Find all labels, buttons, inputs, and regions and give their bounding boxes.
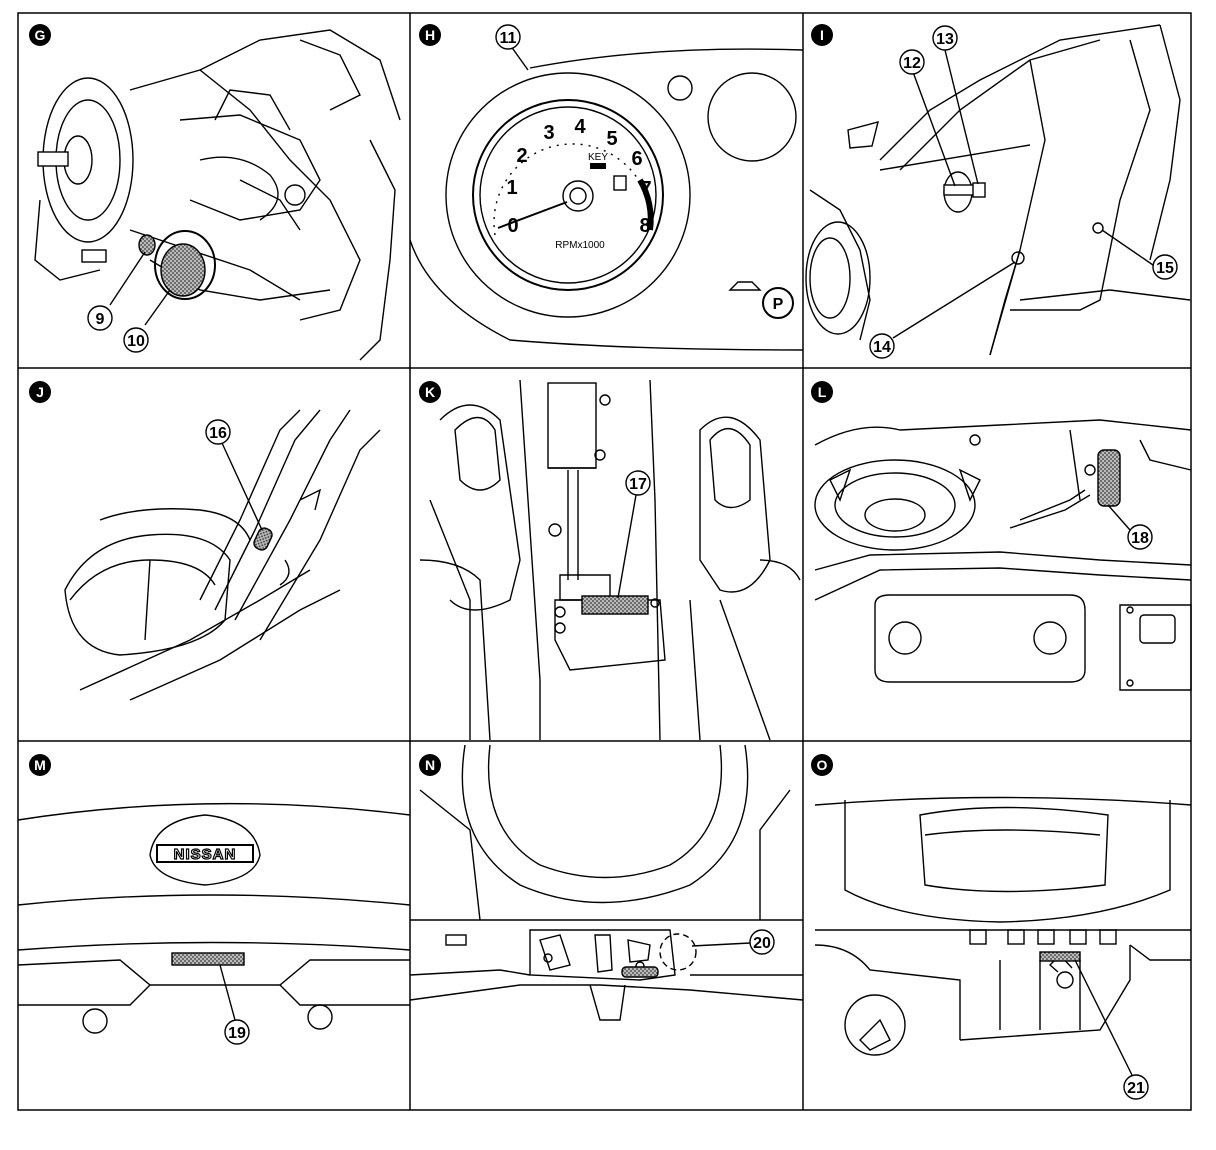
immobilizer-part bbox=[581, 595, 649, 615]
panel-i: I 12 13 14 15 bbox=[805, 24, 1191, 359]
callout-9 bbox=[87, 305, 113, 331]
center-console-illustration bbox=[419, 379, 801, 741]
trunk-lid-illustration bbox=[17, 802, 411, 1034]
immobilizer-part bbox=[1039, 951, 1081, 962]
panel-letter: H bbox=[425, 27, 435, 43]
panel-j: J 16 bbox=[29, 381, 381, 701]
callout-10 bbox=[123, 327, 149, 353]
brand-logo-text: NISSAN bbox=[174, 846, 237, 863]
callout-11 bbox=[495, 24, 521, 50]
panel-letter: O bbox=[817, 757, 828, 773]
panel-n: N 20 bbox=[409, 744, 804, 1021]
rear-parcel-shelf-illustration bbox=[814, 419, 1192, 691]
callout-label: 16 bbox=[209, 425, 227, 442]
callout-label: 10 bbox=[127, 333, 145, 350]
immobilizer-antenna-part bbox=[138, 230, 216, 300]
panel-letter: J bbox=[36, 384, 44, 400]
callout-label: 9 bbox=[96, 311, 105, 328]
panel-letter-badge bbox=[29, 24, 51, 46]
panel-k: K 17 bbox=[419, 379, 801, 741]
callout-21 bbox=[1123, 1074, 1149, 1100]
callout-label: 15 bbox=[1156, 260, 1174, 277]
gauge-number: 8 bbox=[639, 215, 650, 237]
panel-letter: L bbox=[818, 384, 827, 400]
seat-and-pillar-illustration bbox=[64, 409, 381, 701]
key-label: KEY bbox=[588, 152, 608, 163]
callout-20 bbox=[749, 929, 775, 955]
panel-h: H 0 1 2 3 4 5 6 7 8 KEY RPMx1000 bbox=[409, 24, 804, 351]
gauge-number: 4 bbox=[574, 116, 586, 138]
callout-label: 14 bbox=[873, 339, 891, 356]
callout-label: 18 bbox=[1131, 530, 1149, 547]
gauge-number: 3 bbox=[543, 122, 554, 144]
steering-column-illustration bbox=[34, 29, 401, 361]
panel-letter-badge bbox=[811, 24, 833, 46]
gauge-unit-label: RPMx1000 bbox=[555, 240, 605, 251]
gauge-number: 0 bbox=[507, 215, 518, 237]
callout-label: 13 bbox=[936, 31, 954, 48]
panel-letter: G bbox=[35, 27, 46, 43]
gauge-number: 1 bbox=[506, 177, 517, 199]
rear-panel-illustration bbox=[814, 796, 1192, 1056]
callout-16 bbox=[205, 419, 231, 445]
callout-label: 17 bbox=[629, 476, 647, 493]
callout-17 bbox=[625, 470, 651, 496]
panel-letter-badge bbox=[419, 24, 441, 46]
panel-letter-badge bbox=[29, 754, 51, 776]
gauge-number: 6 bbox=[631, 148, 642, 170]
panel-g: G 9 10 bbox=[29, 24, 401, 361]
tachometer-gauge: 0 1 2 3 4 5 6 7 8 KEY RPMx1000 bbox=[493, 116, 654, 251]
panel-letter: N bbox=[425, 757, 435, 773]
svg-text:P: P bbox=[773, 296, 784, 313]
callout-19 bbox=[224, 1019, 250, 1045]
callout-label: 11 bbox=[500, 30, 517, 47]
callout-label: 19 bbox=[228, 1025, 246, 1042]
callout-15 bbox=[1152, 254, 1178, 280]
callout-13 bbox=[932, 25, 958, 51]
panel-letter: M bbox=[34, 757, 46, 773]
panel-l: L 18 bbox=[811, 381, 1192, 691]
panel-letter-badge bbox=[811, 754, 833, 776]
immobilizer-part bbox=[1097, 449, 1121, 507]
callout-14 bbox=[869, 333, 895, 359]
panel-letter-badge bbox=[29, 381, 51, 403]
callout-label: 12 bbox=[903, 55, 921, 72]
panel-grid bbox=[17, 12, 1192, 1111]
gauge-number: 2 bbox=[516, 145, 527, 167]
panel-letter-badge bbox=[811, 381, 833, 403]
callout-label: 21 bbox=[1127, 1080, 1145, 1097]
panel-o: O 21 bbox=[811, 754, 1192, 1100]
callout-18 bbox=[1127, 524, 1153, 550]
panel-m: M NISSAN 19 bbox=[17, 754, 411, 1045]
immobilizer-part bbox=[171, 952, 245, 966]
callout-label: 20 bbox=[753, 935, 771, 952]
callout-12 bbox=[899, 49, 925, 75]
panel-letter-badge bbox=[419, 381, 441, 403]
panel-letter: I bbox=[820, 27, 824, 43]
immobilizer-part bbox=[621, 966, 659, 978]
front-door-illustration bbox=[805, 24, 1191, 356]
panel-letter-badge bbox=[419, 754, 441, 776]
panel-letter: K bbox=[425, 384, 435, 400]
gauge-number: 5 bbox=[606, 128, 617, 150]
trunk-latch-illustration bbox=[409, 744, 804, 1021]
